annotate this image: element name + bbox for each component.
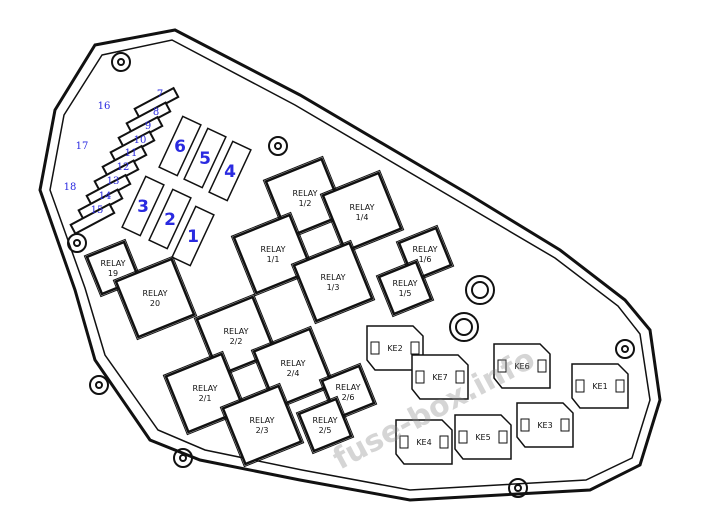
relay-number: 2/1 xyxy=(199,394,212,403)
relay-label: RELAY xyxy=(281,359,306,368)
maxi-fuse-number-6: 6 xyxy=(174,137,186,157)
fuse-number-7: 7 xyxy=(157,89,163,100)
fuse-number-12: 12 xyxy=(117,162,130,173)
connector-ke6: KE6 xyxy=(493,343,551,389)
ke-label: KE7 xyxy=(432,373,447,382)
small-fuse-block xyxy=(69,86,180,235)
housing-outline xyxy=(38,28,662,502)
relay-label: RELAY xyxy=(143,289,168,298)
connector-ke5: KE5 xyxy=(454,414,512,460)
ke-label: KE4 xyxy=(416,438,431,447)
fuse-number-18: 18 xyxy=(64,182,77,193)
fuse-number-16: 16 xyxy=(98,101,111,112)
maxi-fuse-number-4: 4 xyxy=(224,162,236,182)
relay-label: RELAY xyxy=(101,259,126,268)
ke-label: KE6 xyxy=(514,362,529,371)
relay-number: 1/3 xyxy=(327,283,340,292)
relay-number: 1/6 xyxy=(419,255,432,264)
maxi-fuse-number-2: 2 xyxy=(164,210,176,230)
relay-number: 1/5 xyxy=(399,289,412,298)
relay-number: 2/5 xyxy=(319,426,332,435)
relay-number: 2/3 xyxy=(256,426,269,435)
fuse-number-8: 8 xyxy=(153,107,159,118)
ke-label: KE3 xyxy=(537,421,552,430)
connector-ke4: KE4 xyxy=(395,419,453,465)
relay-label: RELAY xyxy=(224,327,249,336)
fuse-number-9: 9 xyxy=(145,121,151,132)
relay-label: RELAY xyxy=(336,383,361,392)
fuse-number-11: 11 xyxy=(125,148,138,159)
relay-number: 1/1 xyxy=(267,255,280,264)
relay-label: RELAY xyxy=(393,279,418,288)
maxi-fuse-slot xyxy=(171,205,215,267)
fuse-number-10: 10 xyxy=(134,135,147,146)
maxi-fuse-slot xyxy=(183,127,227,189)
relay-label: RELAY xyxy=(313,416,338,425)
fuse-number-17: 17 xyxy=(76,141,89,152)
maxi-fuse-number-5: 5 xyxy=(199,149,211,169)
relay-label: RELAY xyxy=(193,384,218,393)
connector-ke7: KE7 xyxy=(411,354,469,400)
relay-number: 1/2 xyxy=(299,199,312,208)
mounting-holes xyxy=(67,52,635,498)
maxi-fuse-slot xyxy=(158,115,202,177)
ke-label: KE1 xyxy=(592,382,607,391)
connector-ke1: KE1 xyxy=(571,363,629,409)
relay-number: 2/6 xyxy=(342,393,355,402)
large-fuse-block xyxy=(121,115,252,267)
ke-label: KE2 xyxy=(387,344,402,353)
relay-label: RELAY xyxy=(413,245,438,254)
relay-label: RELAY xyxy=(350,203,375,212)
fuse-slot xyxy=(69,202,116,235)
relay-label: RELAY xyxy=(293,189,318,198)
fuse-number-13: 13 xyxy=(107,176,120,187)
fuse-number-15: 15 xyxy=(91,205,104,216)
maxi-fuse-slot xyxy=(208,140,252,202)
relay-number: 19 xyxy=(108,269,118,278)
relay-number: 20 xyxy=(150,299,160,308)
relay-number: 2/4 xyxy=(287,369,300,378)
relay-number: 2/2 xyxy=(230,337,243,346)
fuse-number-14: 14 xyxy=(99,191,112,202)
relay-label: RELAY xyxy=(261,245,286,254)
maxi-fuse-number-3: 3 xyxy=(137,197,149,217)
connector-ke3: KE3 xyxy=(516,402,574,448)
maxi-fuse-number-1: 1 xyxy=(187,227,199,247)
relay-number: 1/4 xyxy=(356,213,369,222)
maxi-fuse-slot xyxy=(121,175,165,237)
relay-label: RELAY xyxy=(321,273,346,282)
ke-label: KE5 xyxy=(475,433,490,442)
maxi-fuse-slot xyxy=(148,188,192,250)
relay-label: RELAY xyxy=(250,416,275,425)
